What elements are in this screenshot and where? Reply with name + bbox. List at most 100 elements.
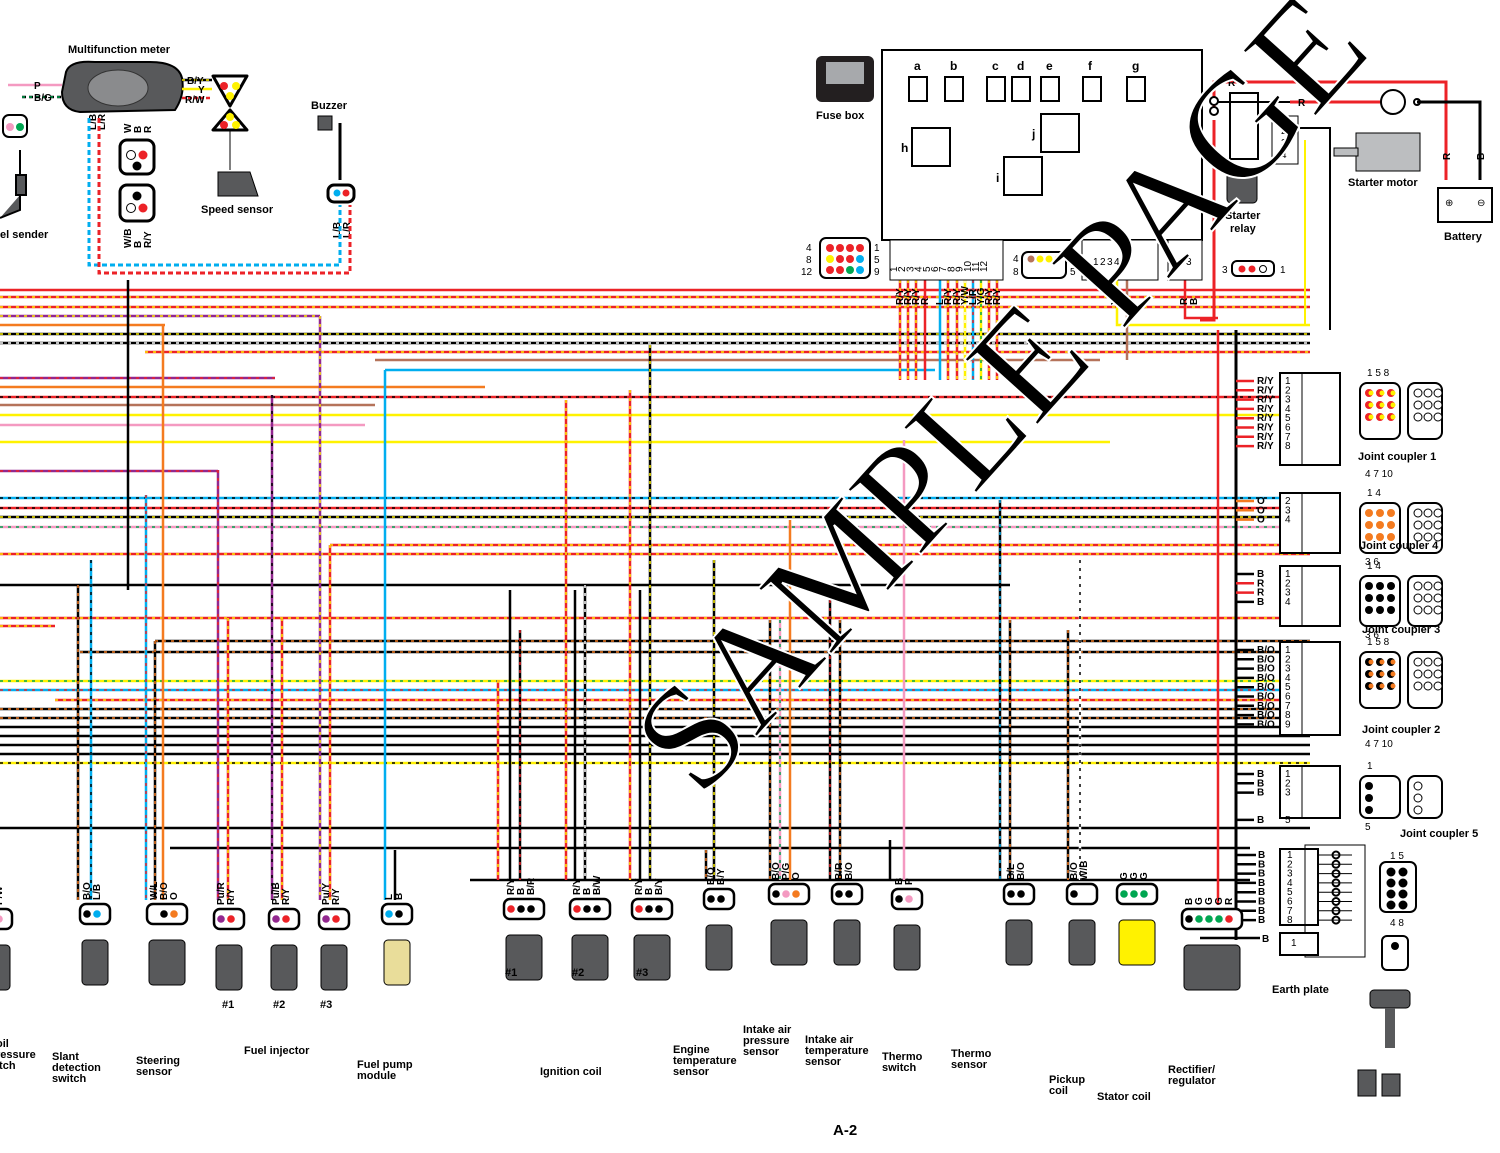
starter-relay-label: relay xyxy=(1230,223,1257,235)
starter-motor-label: Starter motor xyxy=(1348,177,1418,189)
buzzer-wire-label: L/R xyxy=(342,221,353,238)
relay-label: j xyxy=(1031,127,1035,141)
pin-label: 5 xyxy=(1285,815,1291,826)
earth-wire-label: B xyxy=(1258,878,1265,889)
pin-label: 2 xyxy=(1285,578,1291,589)
component-label: Engine xyxy=(673,1044,710,1056)
pin-label: 3 xyxy=(1285,395,1291,406)
pin-label: 6 xyxy=(1287,897,1293,908)
pin-label: 2 xyxy=(897,266,908,272)
oil-pressure-switch: P/Woilressureitch xyxy=(0,886,36,1072)
pin-label: 4 xyxy=(1285,404,1291,415)
pin-label: 12 xyxy=(979,260,990,272)
pin-range-label: 1 5 8 xyxy=(1367,368,1390,379)
component-wire-label: L xyxy=(384,894,395,900)
component-wire-label: R/Y xyxy=(331,888,342,905)
fuse-icon xyxy=(1126,76,1146,102)
component-label: module xyxy=(357,1070,396,1082)
wire xyxy=(1115,280,1310,327)
component-body-icon xyxy=(215,944,243,991)
pin-label: 1 xyxy=(1285,645,1291,656)
pin-range-label: 1 4 xyxy=(1367,488,1381,499)
pin-range-label: 4 7 10 xyxy=(1365,739,1393,750)
component-wire-label: B xyxy=(644,888,655,895)
component-label: Rectifier/ xyxy=(1168,1064,1215,1076)
component-label: Thermo xyxy=(882,1051,923,1063)
component-wire-label: B/R xyxy=(526,877,537,895)
pin-label: 6 xyxy=(930,266,941,272)
component-wire-label: O xyxy=(169,892,180,900)
pin-label: 9 xyxy=(955,266,966,272)
joint-wire-label: B/O xyxy=(1257,682,1275,693)
fuel-injector-group-label: Fuel injector xyxy=(244,1045,310,1057)
component-wire-label: B/O xyxy=(1069,862,1080,880)
component-label: Fuel pump xyxy=(357,1059,413,1071)
pin-label: 2 xyxy=(1285,778,1291,789)
fuse-wire-label: L xyxy=(935,299,946,305)
component-label: itch xyxy=(0,1060,16,1072)
component-wire-label: B xyxy=(394,893,405,900)
component-wire-label: B/O xyxy=(1016,862,1027,880)
pin-label: 4 xyxy=(1285,673,1291,684)
meter-wire-label: R xyxy=(143,125,154,133)
pin-label: 9 xyxy=(874,267,880,278)
pin-label: 3 xyxy=(1285,664,1291,675)
component-wire-label: P/G xyxy=(781,863,792,880)
component-wire-label: L/B xyxy=(92,884,103,900)
pin-label: 5 xyxy=(1285,682,1291,693)
pin-label: 4 xyxy=(1285,597,1291,608)
component-body-icon xyxy=(833,919,861,966)
ignition-coil-group-label: Ignition coil xyxy=(540,1066,602,1078)
pin-label: 8 xyxy=(1285,441,1291,452)
earth-wire-label: B xyxy=(1258,906,1265,917)
component-wire-label: B/O xyxy=(82,882,93,900)
pin-label: 3 xyxy=(1285,505,1291,516)
component-wire-label: G xyxy=(1204,897,1215,905)
joint-wire-label: O xyxy=(1257,505,1265,516)
component-body-icon xyxy=(1118,919,1156,966)
component-wire-label: Pu/R xyxy=(216,881,227,905)
component-wire-label: R xyxy=(1224,897,1235,905)
coupler-mating-icon xyxy=(1407,775,1443,819)
pin-label: 1 xyxy=(874,243,880,254)
fuse-label: d xyxy=(1017,59,1024,73)
pin-label: 4 xyxy=(1287,878,1293,889)
pin-label: 5 xyxy=(874,255,880,266)
joint-wire-label: B xyxy=(1257,597,1264,608)
component-wire-label: G xyxy=(1119,872,1130,880)
joint-wire-label: B xyxy=(1257,815,1264,826)
component-wire-label: W/L xyxy=(149,882,160,900)
earth-wire-label: B xyxy=(1262,934,1269,945)
multifunction-meter: Multifunction meter P B/G B/Y Y R/W Spee… xyxy=(0,44,356,275)
wire-harness xyxy=(0,280,1310,905)
component-body-icon xyxy=(1005,919,1033,966)
component-wire-label: R/Y xyxy=(281,888,292,905)
earth-wire-label: B xyxy=(1258,887,1265,898)
connector-icon xyxy=(0,907,14,931)
fuse-icon xyxy=(944,76,964,102)
component-label: sensor xyxy=(136,1066,173,1078)
component-label: detection xyxy=(52,1062,101,1074)
meter-wire-label: B/Y xyxy=(187,76,204,87)
fuse-label: b xyxy=(950,59,957,73)
component-label: pressure xyxy=(743,1035,789,1047)
meter-wire-label: R/Y xyxy=(143,231,154,248)
pin-label: 1 xyxy=(1291,938,1297,949)
component-label: Steering xyxy=(136,1055,180,1067)
component-label: sensor xyxy=(673,1066,710,1078)
pin-range-label: 4 8 xyxy=(1390,918,1404,929)
battery-wire-label: R xyxy=(1442,152,1453,160)
pin-label: 1 xyxy=(1285,769,1291,780)
coupler-icon xyxy=(1359,651,1401,709)
component-wire-label: P/W xyxy=(0,886,5,905)
pin-range-label: 1 5 xyxy=(1390,851,1404,862)
pin-label: 2 xyxy=(1281,126,1287,137)
battery-plus-icon: ⊕ xyxy=(1445,198,1453,209)
pin-range-label: 3 6 xyxy=(1365,557,1379,568)
pin-label: 7 xyxy=(1285,701,1291,712)
